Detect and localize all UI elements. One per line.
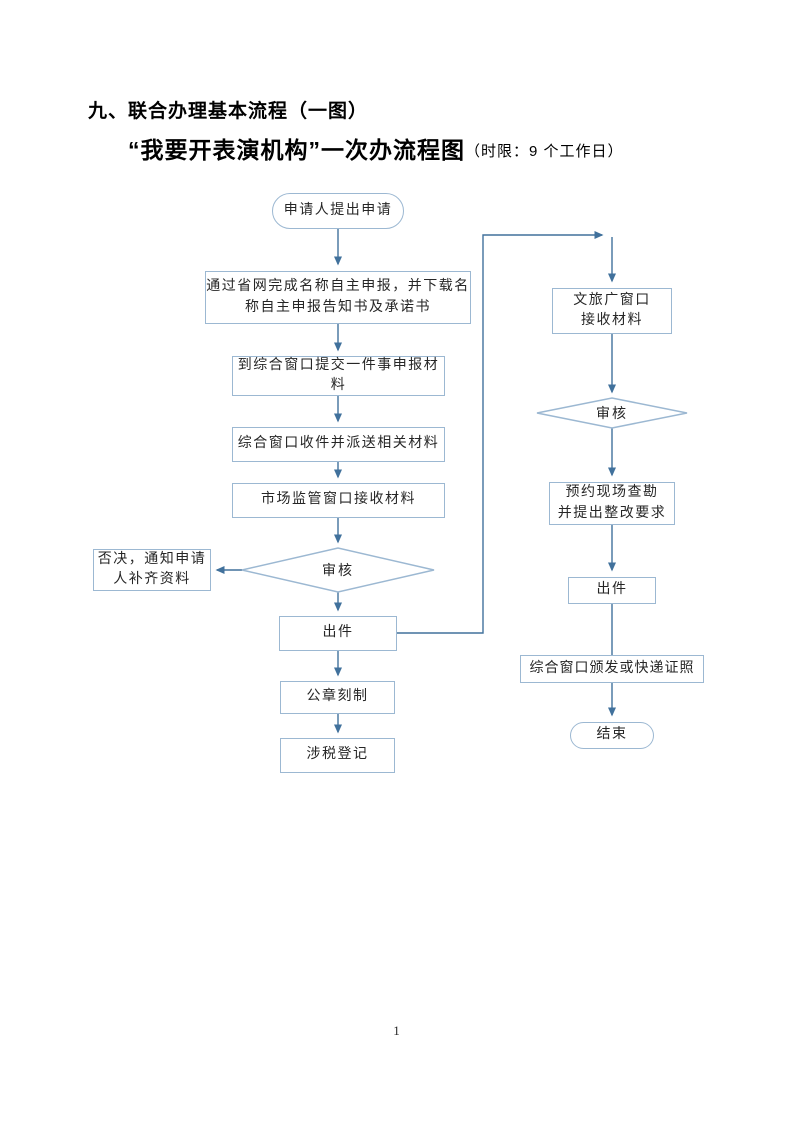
diamond-review-right xyxy=(536,397,688,429)
node-seal-carving: 公章刻制 xyxy=(280,681,395,714)
node-review-left-label: 审核 xyxy=(322,564,354,579)
flowchart-title: “我要开表演机构”一次办流程图（时限：9 个工作日） xyxy=(128,131,624,165)
node-site-survey: 预约现场查勘 并提出整改要求 xyxy=(549,482,675,525)
node-tax-registration: 涉税登记 xyxy=(280,738,395,773)
connector-issue-to-right-column xyxy=(397,231,604,634)
flowchart-title-main: “我要开表演机构”一次办流程图 xyxy=(128,137,465,163)
node-receive-dispatch: 综合窗口收件并派送相关材料 xyxy=(232,427,445,462)
node-review-right-label: 审核 xyxy=(596,407,628,422)
section-heading: 九、联合办理基本流程（一图） xyxy=(88,101,369,122)
node-issue-right: 出件 xyxy=(568,577,656,604)
node-end: 结束 xyxy=(570,722,654,749)
node-reject-notice: 否决，通知申请 人补齐资料 xyxy=(93,549,211,591)
node-market-reception: 市场监管窗口接收材料 xyxy=(232,483,445,518)
flowchart-title-note: （时限：9 个工作日） xyxy=(465,143,624,160)
node-culture-window: 文旅广窗口 接收材料 xyxy=(552,288,672,334)
node-online-declare: 通过省网完成名称自主申报，并下载名 称自主申报告知书及承诺书 xyxy=(205,271,471,324)
node-issue-left: 出件 xyxy=(279,616,397,651)
diamond-review-left xyxy=(241,547,435,593)
node-license-delivery: 综合窗口颁发或快递证照 xyxy=(520,655,704,683)
page-number: 1 xyxy=(393,1023,400,1038)
node-submit-window: 到综合窗口提交一件事申报材 料 xyxy=(232,356,445,396)
node-start: 申请人提出申请 xyxy=(272,193,404,229)
